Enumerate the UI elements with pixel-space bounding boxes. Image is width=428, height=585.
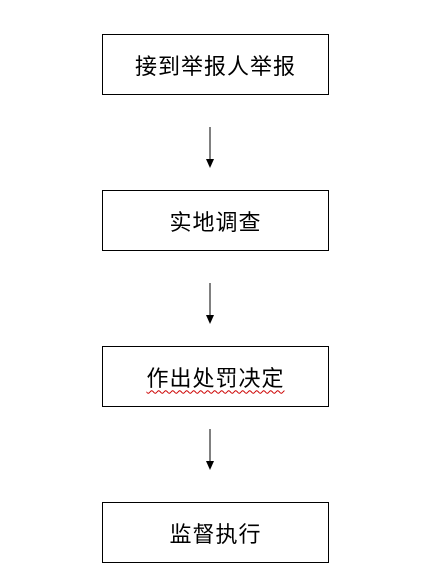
step-box-supervision: 监督执行 bbox=[102, 502, 329, 563]
step-box-penalty-decision: 作出处罚决定 bbox=[102, 346, 329, 407]
step-box-investigation: 实地调查 bbox=[102, 190, 329, 251]
step-label-investigation: 实地调查 bbox=[169, 210, 262, 236]
step-label-supervision: 监督执行 bbox=[169, 522, 262, 548]
arrow-down-icon bbox=[206, 283, 214, 324]
arrow-down-icon bbox=[206, 127, 214, 168]
step-box-report: 接到举报人举报 bbox=[102, 34, 329, 95]
step-label-report: 接到举报人举报 bbox=[134, 54, 296, 80]
step-label-penalty-decision: 作出处罚决定 bbox=[146, 366, 285, 392]
arrow-down-icon bbox=[206, 429, 214, 470]
